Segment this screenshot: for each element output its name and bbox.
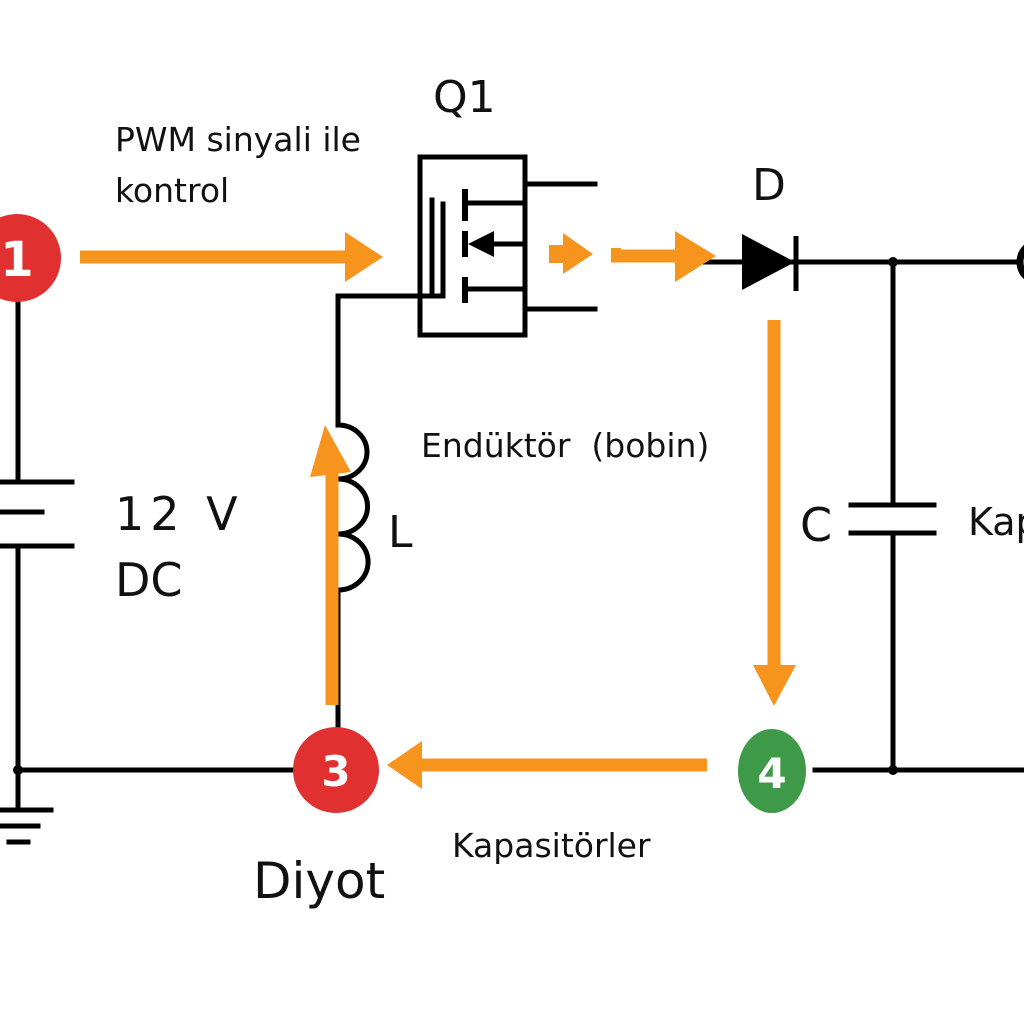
- badge-3: 3: [293, 727, 379, 813]
- flow-arrow-pwm: [80, 232, 383, 282]
- junction-dot: [13, 765, 23, 775]
- inductor-label: L: [388, 507, 413, 558]
- flow-arrow-down: [753, 320, 796, 706]
- junction-dot: [888, 765, 898, 775]
- badge-1: 1: [0, 214, 61, 302]
- inductor-icon: [335, 422, 371, 593]
- badge-4-label: 4: [757, 749, 786, 798]
- mosfet-icon: [397, 154, 598, 338]
- source-voltage-label: 12 V: [115, 487, 244, 541]
- battery-icon: [0, 479, 75, 549]
- ground-icon: [0, 807, 54, 845]
- pwm-label-line1: PWM sinyali ile: [115, 120, 361, 159]
- flow-arrow-to-diode: [611, 231, 716, 282]
- diode-icon: [697, 234, 799, 291]
- output-terminal-icon: [1016, 244, 1024, 280]
- node4-description: Kapasitörler: [452, 826, 651, 865]
- flow-arrow-small: [549, 233, 621, 274]
- switch-label: Q1: [433, 72, 496, 123]
- flow-arrow-up: [310, 425, 351, 705]
- badge-1-label: 1: [0, 232, 33, 288]
- flow-arrow-left: [387, 741, 707, 789]
- node3-description: Diyot: [253, 852, 385, 910]
- badge-4: 4: [738, 729, 806, 813]
- capacitor-description: Kap: [968, 500, 1024, 544]
- capacitor-icon: [848, 502, 937, 536]
- source-type-label: DC: [115, 553, 183, 607]
- capacitor-label: C: [800, 498, 832, 552]
- diode-label: D: [752, 160, 786, 211]
- inductor-description: Endüktör (bobin): [421, 426, 709, 465]
- pwm-label-line2: kontrol: [115, 171, 229, 210]
- wire-gate-to-inductor: [335, 197, 435, 428]
- badge-3-label: 3: [321, 747, 350, 796]
